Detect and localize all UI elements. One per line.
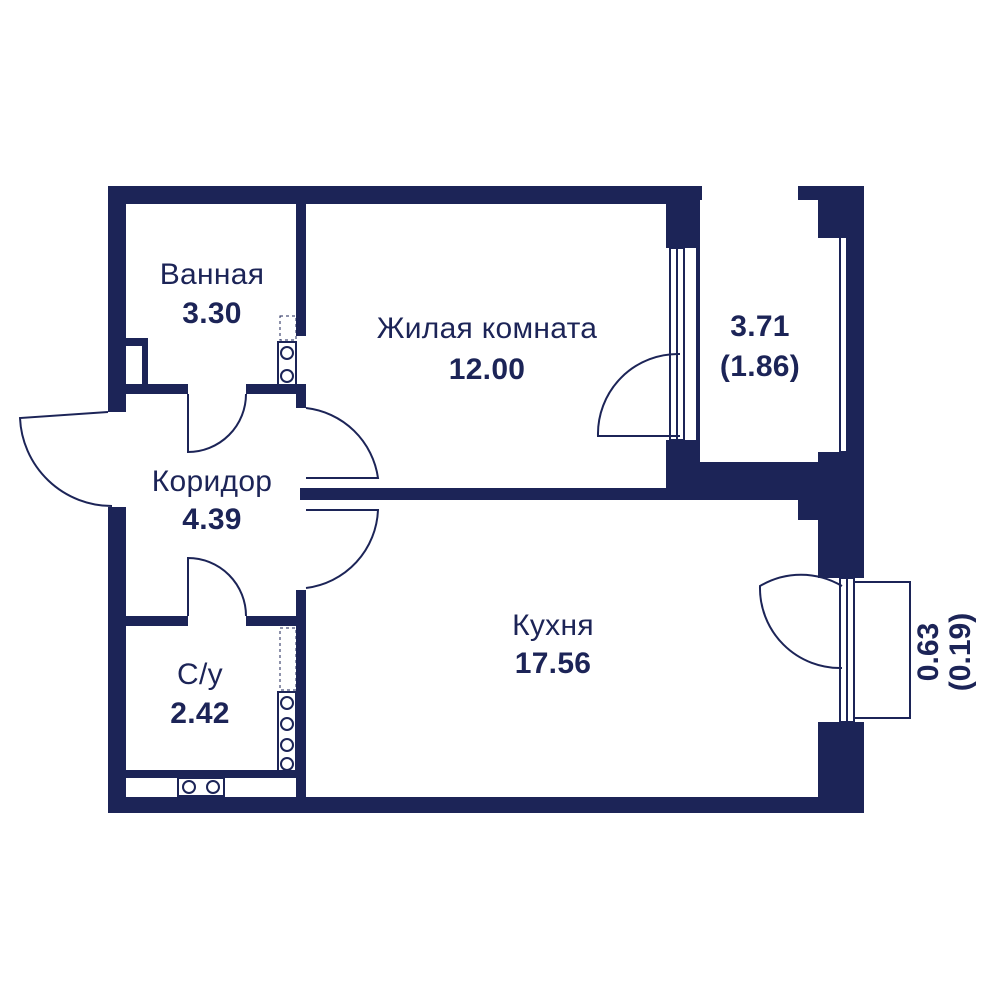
windows [669,235,911,723]
wall-left-lower [108,507,126,813]
doors [18,352,843,670]
door-kitchen [305,509,380,589]
wall-corridor-stub [300,488,320,500]
door-bath [187,393,247,454]
wall-bottom [108,797,864,813]
door-loggia [596,352,681,437]
shaft-bath [126,346,142,384]
wc-name: С/у [177,658,223,691]
bathroom-name: Ванная [159,258,265,291]
riser-wc-pipe-4 [280,757,294,771]
wall-kitchen-left [296,600,306,810]
riser-bath-pipe-1 [280,346,294,360]
riser-wc-dashed [279,627,297,691]
riser-bottom-pipe-2 [206,780,220,794]
wall-bath-living [296,186,306,336]
riser-wc-pipe-3 [280,738,294,752]
living-wall-gap [306,204,666,488]
wall-corridor-right-upper [296,384,306,408]
door-entrance [18,411,113,508]
riser-bottom-pipe-1 [182,780,196,794]
walls [108,186,864,813]
wall-living-kitchen [300,488,830,500]
bathroom-area: 3.30 [182,297,242,330]
kitchen-area: 17.56 [514,647,592,680]
riser-bath [277,341,297,387]
riser-wc-pipe-1 [280,696,294,710]
wall-bath-bottom-right [246,384,306,394]
details [126,200,818,488]
corridor-area: 4.39 [182,503,242,536]
balcony-label: 0.63 (0.19) [912,612,977,692]
corridor-name: Коридор [151,465,273,498]
door-living [305,407,380,479]
riser-bottom [177,777,225,797]
riser-wc-pipe-2 [280,717,294,731]
balcony-area: 0.63 [912,622,945,682]
riser-bath-pipe-2 [280,369,294,383]
wall-bath-bottom-left [108,384,188,394]
wall-loggia-left [696,186,702,466]
riser-wc [277,691,297,773]
living-room-name: Жилая комната [376,312,598,345]
wall-kitchen-right-bottom [818,722,864,813]
wc-area: 2.42 [170,697,230,730]
balcony-outline [853,581,911,719]
kitchen-name: Кухня [512,609,594,642]
balcony-area-reduced: (0.19) [944,612,977,692]
door-balcony [758,573,843,670]
loggia-area-reduced: (1.86) [719,350,801,383]
wall-wc-top-right [246,616,306,626]
door-wc [187,556,247,617]
wall-wc-bottom [108,770,298,778]
riser-bath-dashed [279,315,297,341]
loggia-area: 3.71 [730,310,790,343]
wall-top [108,186,698,204]
wall-wc-top-left [108,616,188,626]
risers [177,315,297,797]
wall-loggia-right-mid [848,186,864,486]
living-room-area: 12.00 [448,353,526,386]
pillar-top [666,186,700,248]
loggia-gap [700,200,818,462]
wall-loggia-floor [700,462,830,498]
